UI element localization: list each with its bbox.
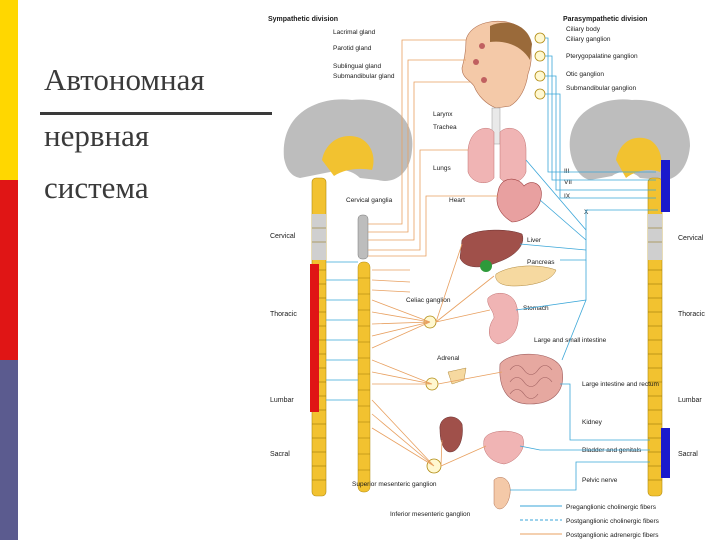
label-larynx: Larynx	[433, 111, 453, 118]
left-region-cervical: Cervical	[270, 233, 296, 240]
sympathetic-red-marker	[310, 264, 319, 412]
label-superior-mesenteric-ganglion: Superior mesenteric ganglion	[352, 481, 437, 488]
cranial-ganglia	[534, 32, 546, 100]
label-liver: Liver	[527, 237, 542, 244]
header-parasympathetic: Parasympathetic division	[563, 16, 647, 23]
label-parotid-gland: Parotid gland	[333, 45, 372, 52]
accent-bar-slate	[0, 360, 18, 540]
label-ciliary-body: Ciliary body	[566, 26, 601, 33]
label-cn-vii: VII	[564, 179, 572, 186]
accent-bar-yellow	[0, 0, 18, 180]
label-cervical-ganglia: Cervical ganglia	[346, 197, 393, 204]
label-pelvic-nerve: Pelvic nerve	[582, 477, 618, 484]
parasympathetic-sacral-marker	[661, 428, 670, 478]
legend-postganglionic-cholinergic: Postganglionic cholinergic fibers	[566, 518, 660, 525]
label-pterygopalatine-ganglion: Pterygopalatine ganglion	[566, 53, 638, 60]
label-stomach: Stomach	[523, 305, 549, 312]
head-illustration	[461, 20, 532, 109]
label-submandibular-gland: Submandibular gland	[333, 73, 395, 80]
label-heart: Heart	[449, 197, 465, 204]
left-brain	[283, 99, 413, 181]
label-adrenal: Adrenal	[437, 355, 460, 362]
organs	[439, 107, 563, 510]
sympathetic-chain	[357, 214, 371, 493]
parasympathetic-fibers	[326, 37, 658, 491]
label-large-small-intestine: Large and small intestine	[534, 337, 607, 344]
label-celiac-ganglion: Celiac ganglion	[406, 297, 451, 304]
label-bladder-genitals: Bladder and genitals	[582, 447, 642, 454]
left-region-thoracic: Thoracic	[270, 311, 297, 318]
accent-bar-red	[0, 180, 18, 360]
legend: Preganglionic cholinergic fibers Postgan…	[520, 504, 660, 539]
label-otic-ganglion: Otic ganglion	[566, 71, 604, 78]
label-cn-ix: IX	[564, 193, 571, 200]
right-spine	[647, 160, 670, 497]
label-lacrimal-gland: Lacrimal gland	[333, 29, 376, 36]
left-spine	[310, 177, 327, 497]
title-line-3: система	[44, 170, 149, 205]
label-lungs: Lungs	[433, 165, 451, 172]
label-kidney: Kidney	[582, 419, 603, 426]
label-cn-x: X	[584, 209, 589, 216]
right-region-thoracic: Thoracic	[678, 311, 705, 318]
title-line-1: Автономная	[44, 62, 205, 97]
sympathetic-fibers	[368, 39, 503, 467]
right-region-cervical: Cervical	[678, 235, 704, 242]
right-region-sacral: Sacral	[678, 451, 698, 458]
label-cn-iii: III	[564, 168, 570, 175]
legend-preganglionic-cholinergic: Preganglionic cholinergic fibers	[566, 504, 657, 511]
header-sympathetic: Sympathetic division	[268, 16, 338, 23]
label-ciliary-ganglion: Ciliary ganglion	[566, 36, 611, 43]
right-region-lumbar: Lumbar	[678, 397, 702, 404]
title-underline	[40, 112, 272, 115]
label-trachea: Trachea	[433, 124, 457, 131]
title-line-2: нервная	[44, 118, 150, 153]
parasympathetic-cranial-marker	[661, 160, 670, 212]
label-submandibular-ganglion: Submandibular ganglion	[566, 85, 636, 92]
right-brain	[569, 99, 690, 181]
legend-postganglionic-adrenergic: Postganglionic adrenergic fibers	[566, 532, 659, 539]
left-region-sacral: Sacral	[270, 451, 290, 458]
label-inferior-mesenteric-ganglion: Inferior mesenteric ganglion	[390, 511, 471, 518]
label-sublingual-gland: Sublingual gland	[333, 63, 381, 70]
label-pancreas: Pancreas	[527, 259, 555, 266]
left-region-lumbar: Lumbar	[270, 397, 294, 404]
prevertebral-ganglia	[423, 315, 442, 474]
label-large-intestine-rectum: Large intestine and rectum	[582, 381, 659, 388]
